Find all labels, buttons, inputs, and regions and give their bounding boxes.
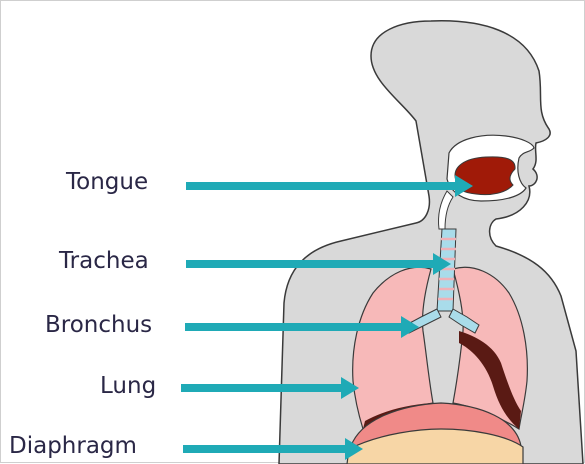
label-lung: Lung: [100, 375, 156, 398]
label-tongue: Tongue: [66, 171, 148, 194]
label-trachea: Trachea: [59, 250, 149, 273]
label-diaphragm: Diaphragm: [9, 435, 137, 458]
label-bronchus: Bronchus: [45, 314, 152, 337]
arrow-shaft-bronchus: [185, 323, 401, 331]
arrow-shaft-lung: [181, 384, 341, 392]
arrow-shaft-trachea: [186, 260, 433, 268]
arrow-shaft-diaphragm: [183, 445, 345, 453]
arrow-shaft-tongue: [186, 182, 455, 190]
